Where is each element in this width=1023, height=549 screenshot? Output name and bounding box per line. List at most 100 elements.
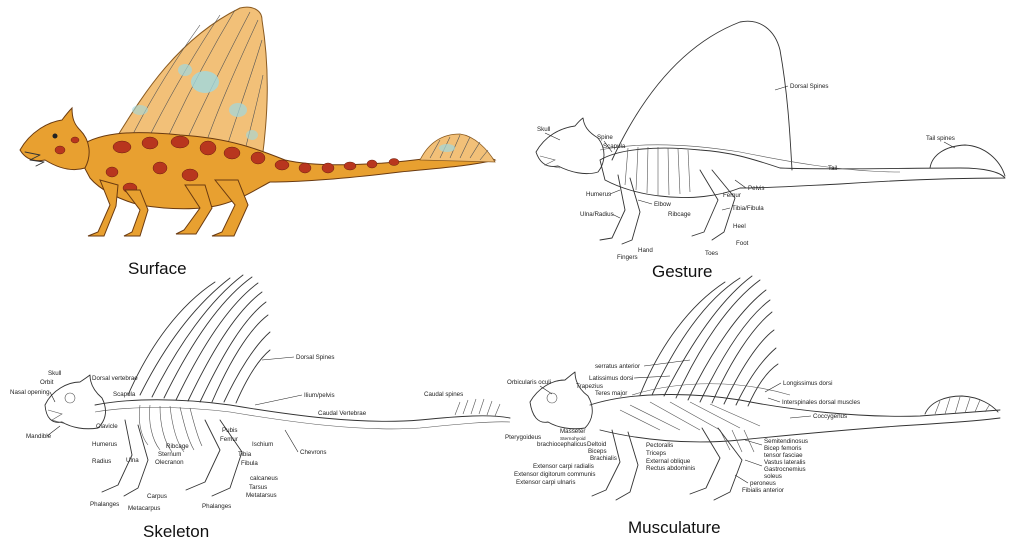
sail-spot xyxy=(246,130,258,140)
label-interspinales-dorsal-muscles: Interspinales dorsal muscles xyxy=(782,399,860,406)
label-biceps: Biceps xyxy=(588,448,607,455)
label-ilium-pelvis: Ilium/pelvis xyxy=(304,392,335,399)
label-tail-spines: Tail spines xyxy=(926,135,955,142)
label-caudal-vertebrae: Caudal Vertebrae xyxy=(318,410,367,417)
label-carpus: Carpus xyxy=(147,493,167,500)
label-elbow: Elbow xyxy=(654,201,671,208)
label-peroneus: peroneus xyxy=(750,480,776,487)
label-scapula: Scapula xyxy=(113,391,136,398)
gesture-head xyxy=(535,117,605,175)
skeleton-caudal-spines xyxy=(454,398,501,417)
label-pectoralis: Pectoralis xyxy=(646,442,673,449)
label-dorsal-vertebrae: Dorsal vertebrae xyxy=(92,375,138,382)
label-coccygenus: Coccygenus xyxy=(813,413,847,420)
label-extensor-carpi-radialis: Extensor carpi radialis xyxy=(533,463,594,470)
label-tarsus: Tarsus xyxy=(249,484,267,491)
label-latissimus-dorsi: Latissimus dorsi xyxy=(589,375,633,382)
label-metatarsus: Metatarsus xyxy=(246,492,277,499)
surface-panel: Surface xyxy=(19,6,497,278)
label-bicep-femoris: Bicep femoris xyxy=(764,445,801,452)
sail-spot xyxy=(178,64,192,76)
skeleton-labels: Skull Orbit Nasal opening Dorsal vertebr… xyxy=(10,354,463,512)
label-fibula: Fibula xyxy=(241,460,258,467)
label-clavicle: Clavicle xyxy=(96,423,118,430)
label-skull: Skull xyxy=(537,126,550,133)
label-tibia: Tibia xyxy=(238,451,252,458)
musculature-labels: serratus anterior Orbicularis oculi Lati… xyxy=(505,359,860,494)
label-pterygoideus: Pterygoideus xyxy=(505,434,541,441)
label-chevrons: Chevrons xyxy=(300,449,326,456)
gesture-labels: Skull Spine Scapula Dorsal Spines Tail s… xyxy=(537,83,956,261)
gesture-sail xyxy=(611,20,793,171)
label-rectus-abdominis: Rectus abdominis xyxy=(646,465,695,472)
sail-spot xyxy=(229,103,247,117)
label-calcaneus: calcaneus xyxy=(250,475,278,482)
label-caudal-spines: Caudal spines xyxy=(424,391,463,398)
label-femur: Femur xyxy=(723,192,741,199)
skeleton-skull xyxy=(44,374,106,430)
label-humerus: Humerus xyxy=(92,441,117,448)
label-scapula: Scapula xyxy=(603,143,626,150)
label-phalanges-hind: Phalanges xyxy=(202,503,231,510)
label-fibialis-anterior: Fibialis anterior xyxy=(742,487,784,494)
sail-spot xyxy=(132,105,148,115)
panel-title-gesture: Gesture xyxy=(652,262,712,281)
label-extensor-digitorum-communis: Extensor digitorum communis xyxy=(514,471,596,478)
label-sternum: Sternum xyxy=(158,451,181,458)
label-phalanges-front: Phalanges xyxy=(90,501,119,508)
label-tail: Tail xyxy=(828,165,837,172)
gesture-panel: Skull Spine Scapula Dorsal Spines Tail s… xyxy=(535,20,1006,281)
label-serratus-anterior: serratus anterior xyxy=(595,363,640,370)
label-soleus: soleus xyxy=(764,473,782,480)
label-dorsal-spines: Dorsal Spines xyxy=(790,83,829,90)
label-spine: Spine xyxy=(597,134,613,141)
surface-body xyxy=(74,132,497,210)
label-masseter: Masseter xyxy=(560,428,585,435)
label-fingers: Fingers xyxy=(617,254,638,261)
label-semitendinosus: Semitendinosus xyxy=(764,438,808,445)
gesture-tail-spines xyxy=(929,144,1006,177)
label-triceps: Triceps xyxy=(646,450,666,457)
surface-front-leg xyxy=(123,189,149,237)
label-femur: Femur xyxy=(220,436,238,443)
label-vastus-lateralis: Vastus lateralis xyxy=(764,459,806,466)
label-humerus: Humerus xyxy=(586,191,611,198)
label-pubis: Pubis xyxy=(222,427,237,434)
label-orbit: Orbit xyxy=(40,379,54,386)
label-ulna: Ulna xyxy=(126,457,139,464)
label-ulna-radius: Ulna/Radius xyxy=(580,211,614,218)
label-ribcage: Ribcage xyxy=(668,211,691,218)
label-trapezius: Trapezius xyxy=(576,383,603,390)
label-teres-major: Teres major xyxy=(595,390,627,397)
panel-title-musculature: Musculature xyxy=(628,518,721,537)
label-ischium: Ischium xyxy=(252,441,273,448)
surface-hind-leg xyxy=(211,179,249,237)
label-radius: Radius xyxy=(92,458,111,465)
gesture-body xyxy=(599,147,1006,198)
label-ribcage: Ribcage xyxy=(166,443,189,450)
musculature-panel: serratus anterior Orbicularis oculi Lati… xyxy=(505,275,1001,537)
label-extensor-carpi-ulnaris: Extensor carpi ulnaris xyxy=(516,479,576,486)
label-mandible: Mandible xyxy=(26,433,52,440)
label-nasal-opening: Nasal opening xyxy=(10,389,50,396)
label-foot: Foot xyxy=(736,240,749,247)
label-gastrocnemius: Gastrocnemius xyxy=(764,466,806,473)
sail-spot xyxy=(191,71,219,93)
label-metacarpus: Metacarpus xyxy=(128,505,160,512)
surface-hind-leg xyxy=(175,184,213,235)
label-heel: Heel xyxy=(733,223,746,230)
label-deltoid: Deltoid xyxy=(587,441,607,448)
surface-tail-spines xyxy=(419,133,496,163)
label-olecranon: Olecranon xyxy=(155,459,184,466)
label-toes: Toes xyxy=(705,250,718,257)
label-orbicularis-oculi: Orbicularis oculi xyxy=(507,379,551,386)
surface-front-leg xyxy=(87,179,119,237)
label-skull: Skull xyxy=(48,370,61,377)
skeleton-dorsal-spines xyxy=(127,274,271,404)
musculature-skull xyxy=(529,371,593,430)
label-tensor-fasciae: tensor fasciae xyxy=(764,452,803,459)
label-longissimus-dorsi: Longissimus dorsi xyxy=(783,380,833,387)
label-sternohyoid: Sternohyoid xyxy=(560,436,586,442)
panel-title-surface: Surface xyxy=(128,259,187,278)
